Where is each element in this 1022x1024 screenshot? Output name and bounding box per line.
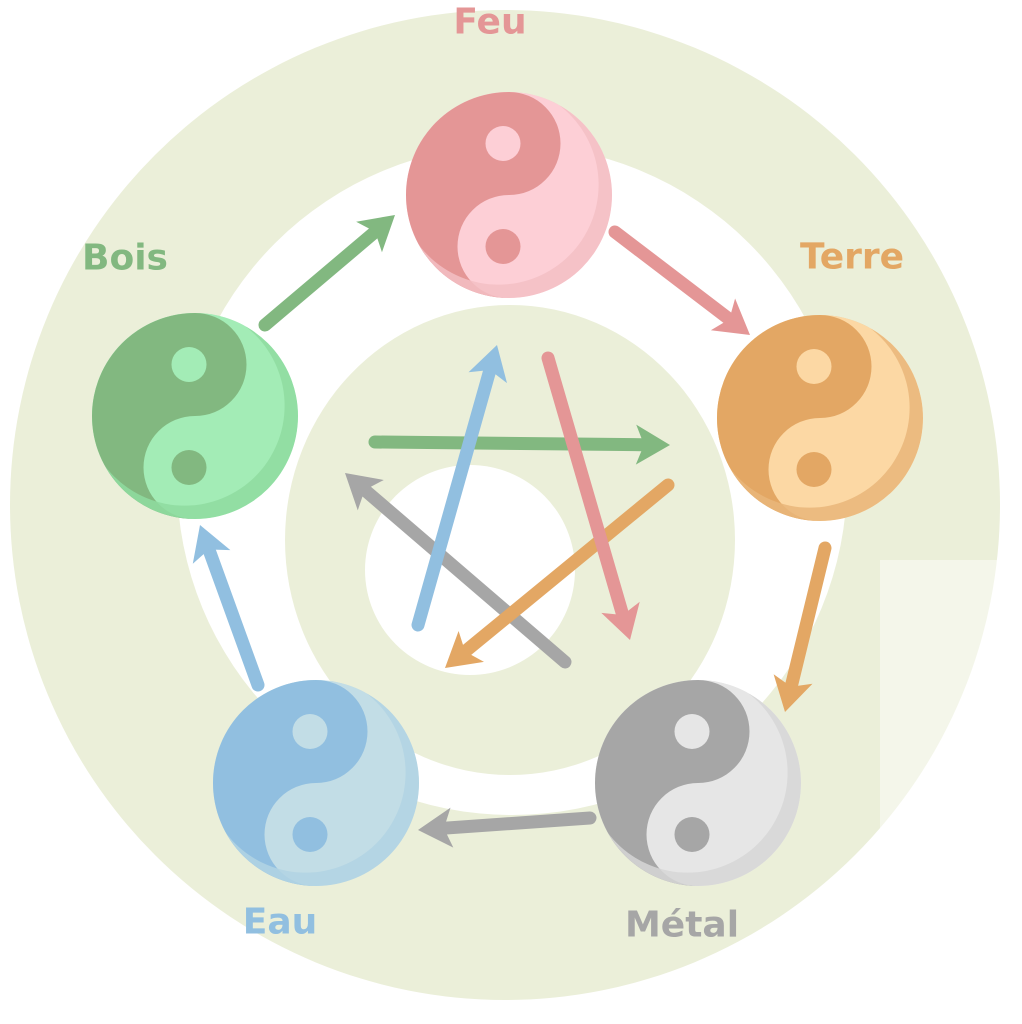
yin-dot [796, 451, 832, 488]
yin-yang-feu [406, 92, 612, 298]
yin-dot [674, 816, 710, 853]
arrow-bois-to-feu [258, 215, 395, 332]
arrow-metal-to-bois [345, 473, 572, 669]
yin-yang-metal [595, 680, 801, 886]
arrowhead [418, 807, 454, 848]
arrowhead [345, 473, 384, 511]
yin-yang-eau [213, 680, 419, 886]
arrow-feu-to-terre [608, 225, 750, 335]
arrow-bois-to-terre [368, 424, 670, 465]
yin-dot [485, 228, 521, 265]
arrowhead [710, 298, 750, 335]
yin-dot [292, 816, 328, 853]
arrow-eau-to-bois [192, 525, 265, 692]
arrowhead [445, 630, 484, 668]
arrow-feu-to-metal [541, 351, 640, 640]
arrowhead [468, 345, 508, 384]
yin-yang-bois [92, 313, 298, 519]
arrowhead [773, 674, 813, 712]
yang-dot [485, 125, 521, 162]
arrowhead [601, 601, 640, 640]
yang-dot [796, 348, 832, 385]
nodes-layer [92, 92, 923, 886]
label-metal: Métal [624, 904, 740, 946]
label-terre: Terre [799, 236, 905, 278]
arrow-metal-to-eau [418, 807, 597, 848]
arrow-eau-to-feu [411, 345, 508, 632]
yin-dot [171, 449, 207, 486]
yang-dot [171, 346, 207, 383]
arrowhead [356, 215, 395, 253]
yang-dot [292, 713, 328, 750]
label-feu: Feu [453, 1, 527, 43]
arrows-layer [192, 215, 832, 848]
yang-dot [674, 713, 710, 750]
label-eau: Eau [242, 901, 318, 943]
arrowhead [192, 525, 231, 564]
arrowhead [635, 424, 670, 465]
arrow-terre-to-eau [445, 478, 675, 668]
label-bois: Bois [82, 237, 168, 279]
arrow-terre-to-metal [773, 541, 832, 712]
yin-yang-terre [717, 315, 923, 521]
